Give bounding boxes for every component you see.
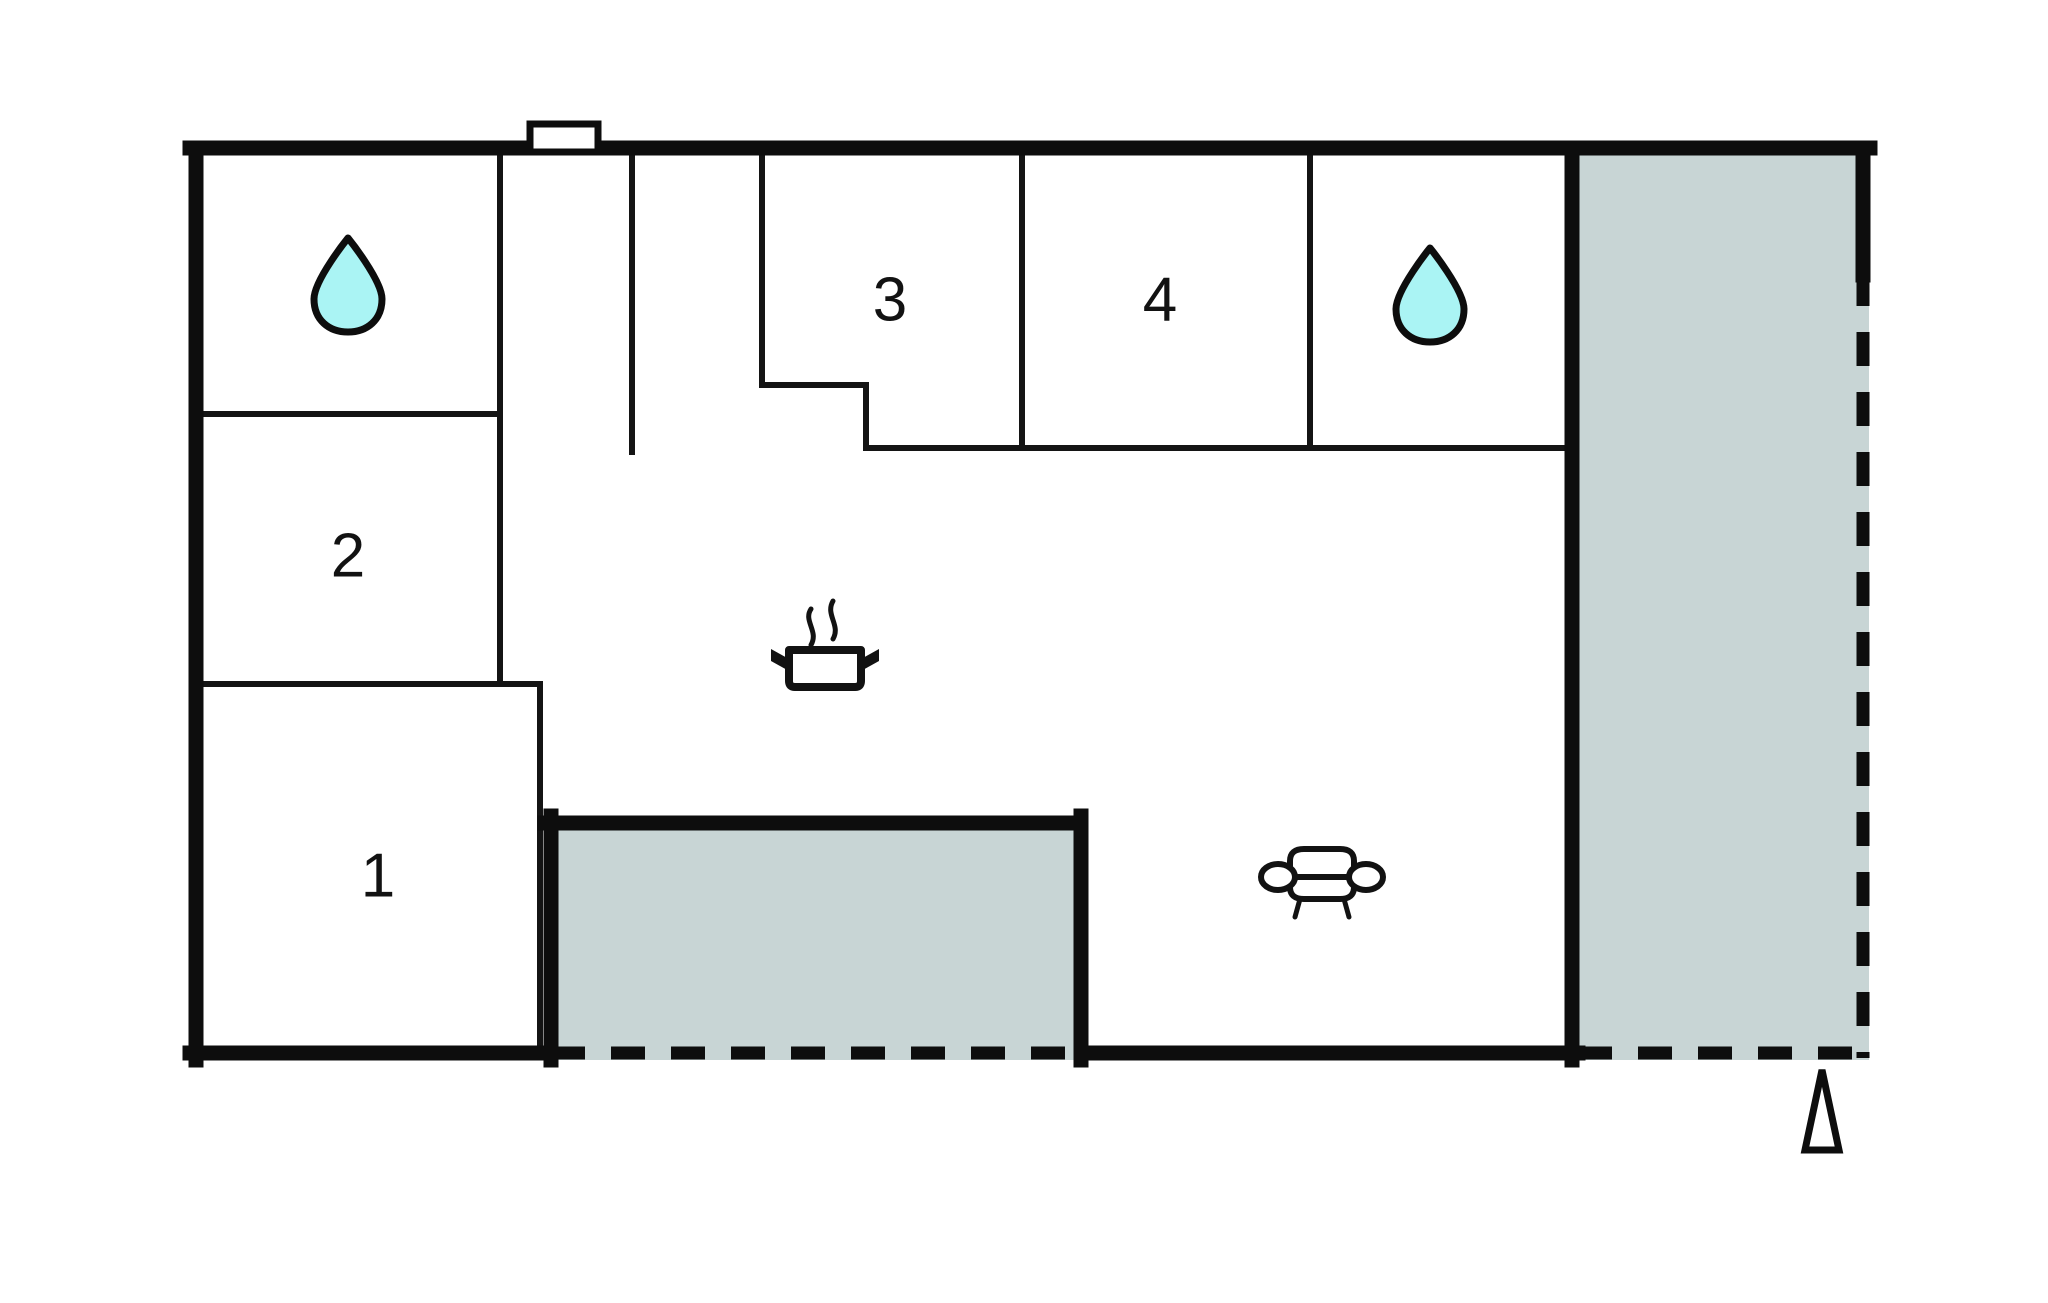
steam-left bbox=[806, 606, 816, 648]
water-drop-icon bbox=[1392, 244, 1468, 346]
water-drop-icon bbox=[310, 234, 386, 336]
pot-body bbox=[785, 646, 865, 691]
room-label-4: 4 bbox=[1143, 266, 1177, 335]
terrace-areas bbox=[551, 155, 1869, 1060]
sofa-arm-left bbox=[1258, 861, 1298, 893]
room-label-1: 1 bbox=[361, 842, 395, 911]
pot-handle-right bbox=[861, 649, 879, 671]
north-arrow-icon bbox=[1800, 1069, 1844, 1154]
terrace-open-edges bbox=[551, 272, 1870, 1060]
north-arrow-shape bbox=[1800, 1069, 1844, 1154]
water-drop-shape bbox=[310, 234, 386, 336]
pot-handle-left bbox=[771, 649, 789, 671]
entrance-door-icon[interactable] bbox=[526, 120, 602, 156]
terrace-right-fill bbox=[1578, 155, 1869, 1060]
sofa-leg-right bbox=[1341, 896, 1352, 920]
sofa-seat bbox=[1287, 874, 1357, 902]
interior-partitions bbox=[193, 152, 1569, 1058]
room-label-2: 2 bbox=[331, 522, 365, 591]
structural-walls bbox=[182, 140, 1878, 1068]
cooking-pot-icon bbox=[771, 598, 879, 691]
sofa-backrest bbox=[1287, 846, 1357, 880]
water-drop-shape bbox=[1392, 244, 1468, 346]
room-label-3: 3 bbox=[873, 266, 907, 335]
sofa-leg-left bbox=[1292, 896, 1303, 920]
steam-right bbox=[828, 598, 838, 642]
entrance-door-marker[interactable] bbox=[526, 120, 602, 156]
sofa-arm-right bbox=[1346, 861, 1386, 893]
sofa-icon bbox=[1258, 846, 1386, 920]
terrace-bottom-fill bbox=[551, 823, 1081, 1060]
